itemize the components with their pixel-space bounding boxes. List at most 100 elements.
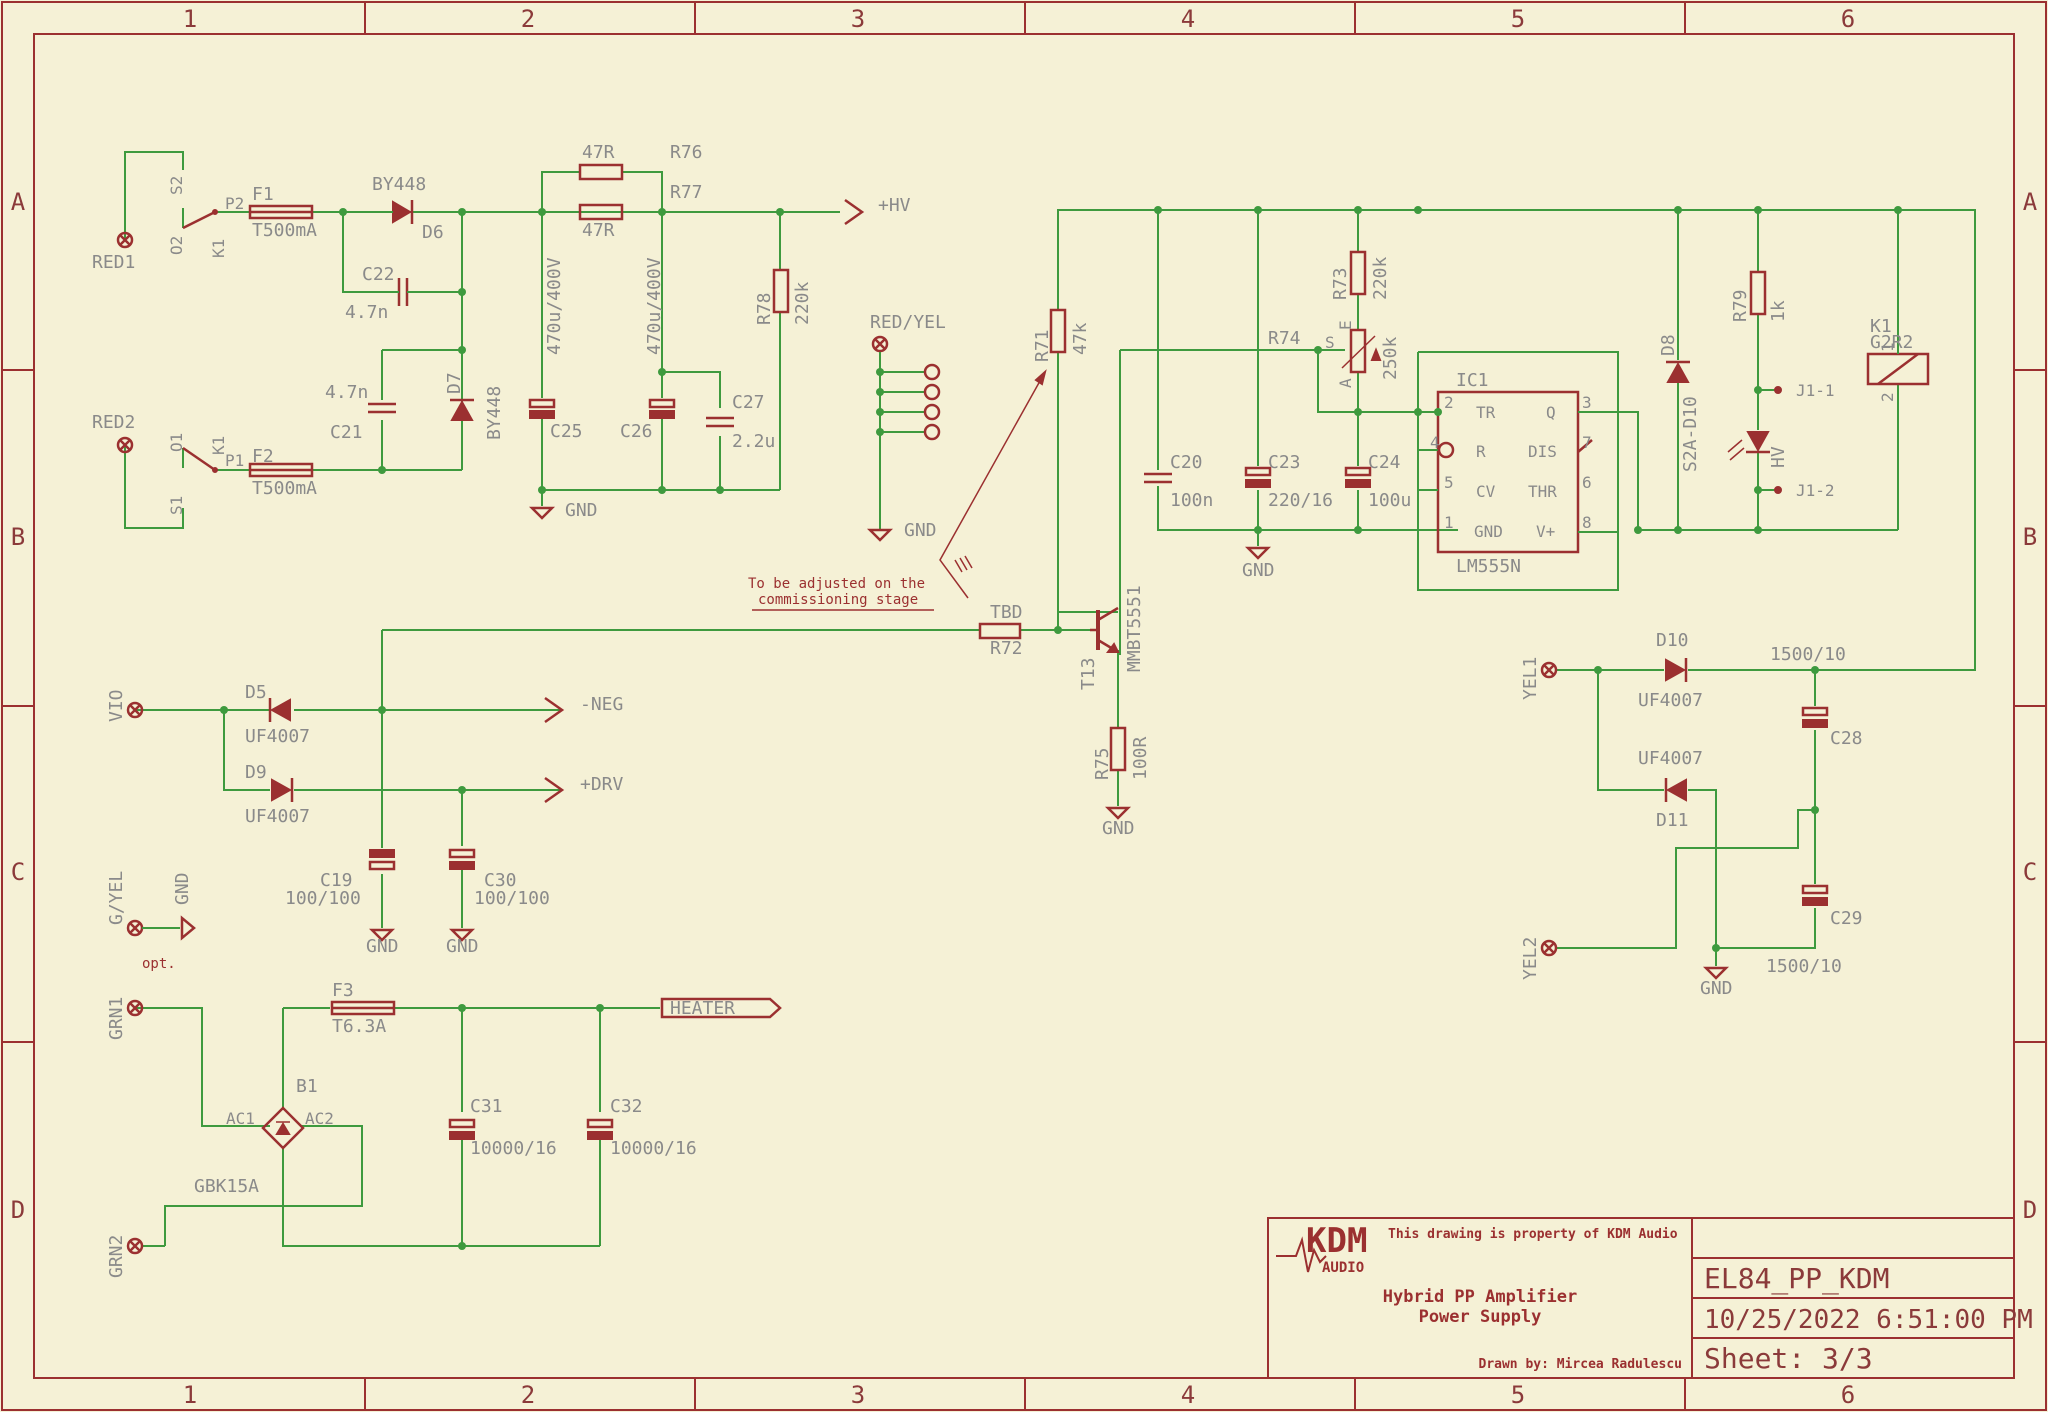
- yel2-label: YEL2: [1520, 937, 1541, 980]
- capacitor-c23: [1244, 466, 1272, 488]
- diode-d8: [1666, 360, 1690, 383]
- r75-value: 100R: [1130, 736, 1151, 780]
- pin-q-label: Q: [1546, 403, 1556, 422]
- property-notice: This drawing is property of KDM Audio: [1388, 1227, 1678, 1242]
- capacitor-c26: [648, 398, 676, 419]
- col-label-2: 2: [521, 5, 535, 33]
- c27-value: 2.2u: [732, 431, 775, 452]
- f3-value: T6.3A: [332, 1016, 386, 1037]
- capacitor-c30: [448, 848, 476, 870]
- bridge-rectifier-b1: [261, 1106, 305, 1150]
- gnd2-label: GND: [904, 520, 937, 541]
- col-label-3-bottom: 3: [851, 1381, 865, 1409]
- r79-label: R79: [1730, 289, 1751, 322]
- diode-d5: [268, 698, 291, 722]
- gnd8-label: GND: [1700, 978, 1733, 999]
- resistor-r75: [1109, 726, 1127, 772]
- red1-label: RED1: [92, 252, 135, 273]
- transistor-stage: TBD R72 T13 MMBT5551 R75 100R GND: [382, 585, 1151, 839]
- r78-label: R78: [754, 292, 775, 325]
- file-date: 10/25/2022 6:51:00 PM: [1704, 1305, 2033, 1335]
- c20-label: C20: [1170, 452, 1203, 473]
- relay-k1: [1866, 352, 1930, 386]
- r78-value: 220k: [792, 281, 813, 325]
- k1-pin2-num: 2: [1878, 392, 1897, 402]
- diode-d7: [450, 398, 474, 421]
- diode-d9: [271, 778, 294, 802]
- c32-value: 10000/16: [610, 1138, 697, 1159]
- hv-rectifier-section: RED1 RED2 S2 O2 K1 P2 F1 T500mA BY448 D6…: [92, 142, 911, 529]
- row-label-c-right: C: [2023, 858, 2037, 886]
- r72-label: R72: [990, 638, 1023, 659]
- vio-connector: [126, 701, 144, 719]
- c25-value: 470u/400V: [544, 257, 565, 355]
- red2-connector: [116, 436, 134, 454]
- d8-value: S2A-D10: [1680, 396, 1701, 472]
- c30-value: 100/100: [474, 888, 550, 909]
- pin-r-label: R: [1476, 442, 1486, 461]
- heater-section: GRN1 GRN2 F3 T6.3A HEATER B1 AC1 AC2 GBK…: [106, 980, 782, 1278]
- k1c-label: K1: [1870, 316, 1892, 337]
- r76-value: 47R: [582, 142, 615, 163]
- by448b-label: BY448: [484, 386, 505, 440]
- d5-label: D5: [245, 682, 267, 703]
- f2-value: T500mA: [252, 478, 317, 499]
- resistor-r76: [578, 163, 624, 181]
- c31-label: C31: [470, 1096, 503, 1117]
- drawn-by: Drawn by: Mircea Radulescu: [1479, 1357, 1683, 1372]
- resistor-r78: [772, 268, 790, 314]
- col-label-1: 1: [183, 5, 197, 33]
- pot-s-label: S: [1325, 333, 1335, 352]
- gnd-symbol-6: [448, 928, 476, 942]
- pin-cv-label: CV: [1476, 482, 1496, 501]
- gnd-symbol-8: [1702, 966, 1730, 980]
- gnd4-label: GND: [1102, 818, 1135, 839]
- c28-value: 1500/10: [1770, 644, 1846, 665]
- gnd7-label: GND: [172, 872, 193, 905]
- red-yel-connector: RED/YEL GND: [866, 312, 946, 542]
- grn2-label: GRN2: [106, 1235, 127, 1278]
- capacitor-c32: [586, 1118, 614, 1140]
- capacitor-c29: [1801, 884, 1829, 906]
- pin-8-num: 8: [1582, 513, 1592, 532]
- f1-label: F1: [252, 184, 274, 205]
- neg-drv-section: VIO D5 UF4007 -NEG D9 UF4007 +DRV C19 10…: [106, 630, 624, 957]
- ic1-label: IC1: [1456, 370, 1489, 391]
- red1-connector: [116, 231, 134, 249]
- title-line1: Hybrid PP Amplifier: [1383, 1287, 1577, 1307]
- row-label-c: C: [11, 858, 25, 886]
- grn2-connector: [126, 1237, 144, 1255]
- logo-subtext: AUDIO: [1322, 1260, 1364, 1276]
- j1-2-label: J1-2: [1796, 481, 1835, 500]
- capacitor-c20: [1144, 472, 1172, 484]
- heater-label: HEATER: [670, 998, 735, 1019]
- timer-relay-section: R71 47k R73 220k R74 S E A 250k IC1 TR Q…: [1032, 206, 1976, 671]
- pin-2-num: 2: [1444, 393, 1454, 412]
- c26-value: 470u/400V: [644, 257, 665, 355]
- yel1-connector: [1540, 661, 1558, 679]
- lm555n-label: LM555N: [1456, 556, 1521, 577]
- c21-label: C21: [330, 422, 363, 443]
- gnd6-label: GND: [446, 936, 479, 957]
- row-label-b-right: B: [2023, 523, 2037, 551]
- c19-label: C19: [320, 870, 353, 891]
- col-label-5: 5: [1511, 5, 1525, 33]
- drv-label: +DRV: [580, 774, 624, 795]
- capacitor-c31: [448, 1118, 476, 1140]
- opt-label: opt.: [142, 956, 176, 972]
- g-yel-section: G/YEL GND opt.: [106, 871, 196, 972]
- title-block: KDM AUDIO This drawing is property of KD…: [1267, 1217, 2033, 1379]
- uf4007-3-label: UF4007: [1638, 690, 1703, 711]
- gnd-symbol-5: [368, 928, 396, 942]
- grn1-label: GRN1: [106, 997, 127, 1040]
- potentiometer-r74: [1341, 328, 1382, 374]
- pin-4-num: 4: [1430, 433, 1440, 452]
- d6-label: D6: [422, 222, 444, 243]
- c29-label: C29: [1830, 908, 1863, 929]
- c22-value: 4.7n: [345, 302, 388, 323]
- drv-output-arrow: [544, 776, 565, 804]
- kdm-logo: KDM AUDIO: [1276, 1221, 1367, 1276]
- row-label-b: B: [11, 523, 25, 551]
- c20-value: 100n: [1170, 490, 1213, 511]
